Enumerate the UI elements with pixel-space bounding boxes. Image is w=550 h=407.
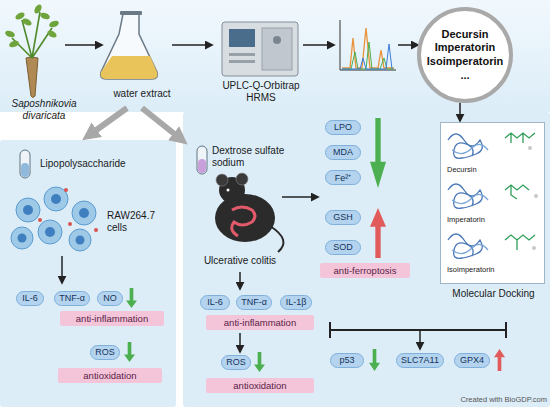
flask-illustration <box>101 11 158 79</box>
docking-proteins <box>448 133 538 258</box>
marker-pill: LPO <box>325 120 361 135</box>
compound-circle: Decursin Imperatorin Isoimperatorin ... <box>417 7 513 103</box>
node-text: SOD <box>333 242 353 252</box>
instrument-illustration <box>222 22 298 76</box>
effect-bar: anti-ferroptosis <box>320 263 410 278</box>
plant-illustration <box>4 3 59 97</box>
lps-tube <box>20 150 30 178</box>
compound-list: Decursin Imperatorin Isoimperatorin ... <box>423 28 507 83</box>
ligand-name: Decursin <box>447 165 477 174</box>
node-text: LPO <box>334 122 352 132</box>
effect-bar: anti-inflammation <box>206 315 314 330</box>
node-text: IL-6 <box>22 293 38 303</box>
node-text: ROS <box>95 347 115 357</box>
level-arrows <box>124 118 505 372</box>
mouse-illustration <box>215 173 283 252</box>
marker-pill: MDA <box>325 145 361 160</box>
marker-pill: IL-6 <box>200 295 230 310</box>
caption-label: Saposhnikovia divaricata <box>3 98 85 122</box>
caption-label: Lipopolysaccharide <box>40 158 150 170</box>
marker-pill: GSH <box>325 210 361 225</box>
marker-pill: ROS <box>90 345 120 360</box>
node-text: IL-6 <box>207 297 223 307</box>
ligand-name: Isoimperatorin <box>447 265 495 274</box>
chromatogram <box>340 20 396 70</box>
node-text: anti-inflammation <box>76 313 148 324</box>
caption-label: RAW264.7 cells <box>107 210 171 234</box>
node-text: TNF-α <box>241 297 267 307</box>
marker-pill: Fe²⁺ <box>325 170 361 185</box>
caption-label: UPLC-Q-Orbitrap HRMS <box>214 80 308 104</box>
node-text: SLC7A11 <box>401 355 439 365</box>
marker-pill: NO <box>97 291 123 306</box>
docking-heading: Molecular Docking <box>433 288 550 299</box>
watermark: Created with BioGDP.com <box>430 395 547 404</box>
node-text: anti-inflammation <box>224 317 296 328</box>
flow-connector <box>459 103 461 121</box>
node-text: ROS <box>226 357 246 367</box>
ligand-name: Imperatorin <box>447 215 485 224</box>
node-text: antioxidation <box>233 380 286 391</box>
node-text: Fe²⁺ <box>335 171 352 184</box>
node-text: GSH <box>333 212 353 222</box>
docking-panel: DecursinImperatorinIsoimperatorinMolecul… <box>440 122 545 284</box>
node-text: GPX4 <box>460 355 484 365</box>
inhibition-bar <box>330 322 506 338</box>
caption-label: water extract <box>104 88 180 100</box>
marker-pill: TNF-α <box>236 295 272 310</box>
effect-bar: anti-inflammation <box>60 311 164 326</box>
effect-bar: antioxidation <box>206 378 314 393</box>
node-text: MDA <box>333 147 353 157</box>
cells-illustration <box>11 187 98 251</box>
effect-bar: antioxidation <box>58 368 162 383</box>
node-text: TNF-α <box>59 293 85 303</box>
marker-pill: GPX4 <box>454 353 490 368</box>
node-text: p53 <box>339 355 354 365</box>
node-text: NO <box>103 293 117 303</box>
node-text: antioxidation <box>83 370 136 381</box>
split-arrows <box>88 108 182 140</box>
marker-pill: SOD <box>325 240 361 255</box>
marker-pill: SLC7A11 <box>396 353 444 368</box>
node-text: IL-1β <box>286 297 307 307</box>
caption-label: Dextrose sulfate sodium <box>212 145 308 169</box>
node-text: anti-ferroptosis <box>334 265 397 276</box>
marker-pill: IL-1β <box>280 295 312 310</box>
dss-tube <box>197 146 207 174</box>
marker-pill: ROS <box>221 355 251 370</box>
marker-pill: p53 <box>330 353 364 368</box>
marker-pill: IL-6 <box>16 291 44 306</box>
caption-label: Ulcerative colitis <box>190 255 290 267</box>
marker-pill: TNF-α <box>54 291 90 306</box>
